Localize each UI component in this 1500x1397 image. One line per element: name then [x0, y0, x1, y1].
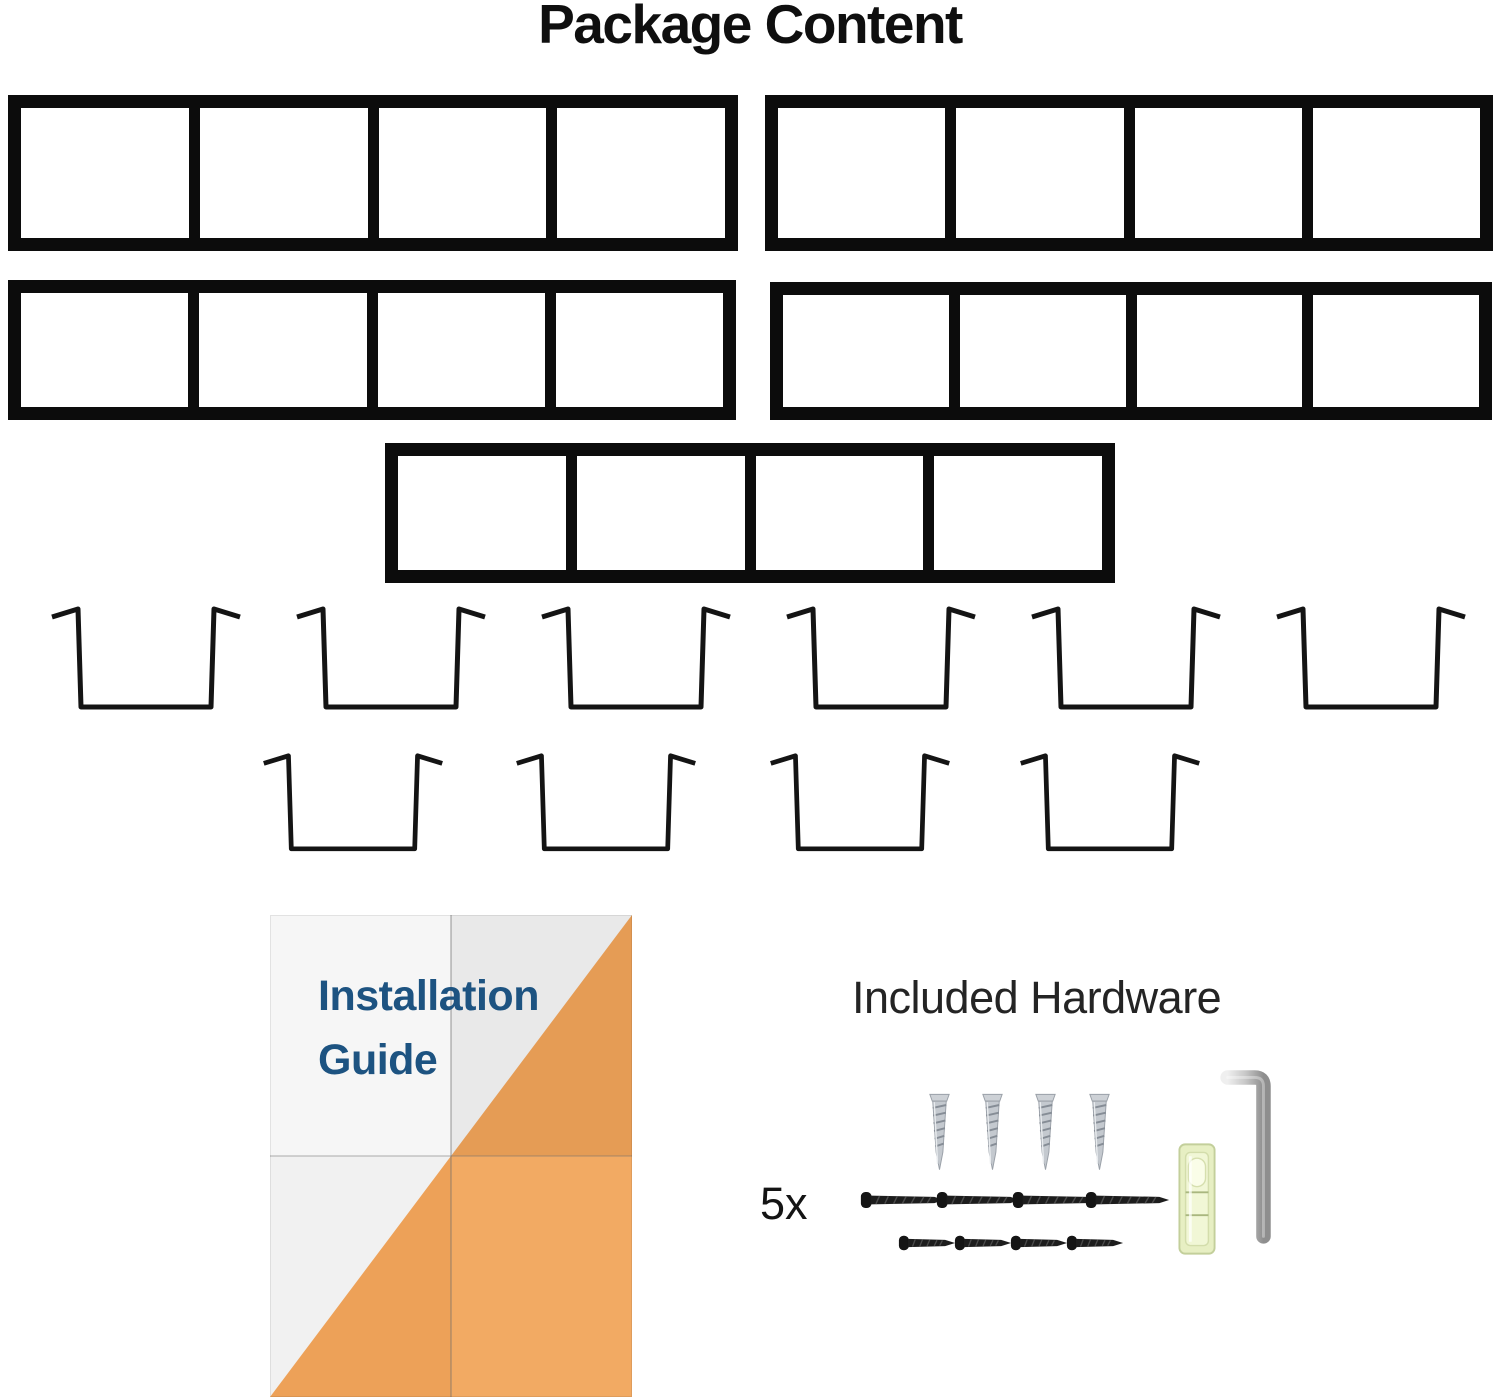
mounting-bracket-icon: [255, 752, 451, 864]
mounting-bracket-icon: [293, 605, 489, 723]
hardware-quantity-label: 5x: [760, 1178, 808, 1229]
long-screw-icon: [860, 1188, 945, 1212]
mounting-bracket-icon: [48, 605, 244, 723]
short-screw-icon: [1010, 1232, 1068, 1254]
shelf-frame-cell: [934, 456, 1102, 570]
short-screw-icon: [1066, 1232, 1124, 1254]
allen-key-icon: [1216, 1060, 1278, 1248]
long-screw-icon: [1085, 1188, 1170, 1212]
shelf-frame: [385, 443, 1115, 583]
mounting-bracket-icon: [762, 752, 958, 864]
installation-guide-title: Installation Guide: [318, 964, 539, 1092]
mounting-bracket-icon: [1273, 605, 1469, 723]
shelf-frame: [8, 280, 736, 420]
long-screw-icon: [936, 1188, 1021, 1212]
shelf-frame-cell: [199, 293, 378, 407]
bubble-level-icon: [1178, 1142, 1216, 1256]
short-screw-icon: [954, 1232, 1012, 1254]
short-screw-icon: [898, 1232, 956, 1254]
shelf-frame-cell: [1137, 295, 1314, 407]
shelf-frame-cell: [956, 108, 1135, 238]
shelf-frame: [8, 95, 738, 251]
shelf-frame-cell: [1313, 108, 1480, 238]
shelf-frame-cell: [398, 456, 577, 570]
page-title: Package Content: [538, 0, 963, 55]
shelf-frame: [765, 95, 1493, 251]
shelf-frame-cell: [379, 108, 558, 238]
shelf-frame-cell: [556, 293, 723, 407]
mounting-bracket-icon: [783, 605, 979, 723]
shelf-frame-cell: [1135, 108, 1313, 238]
mounting-bracket-icon: [538, 605, 734, 723]
shelf-frame-cell: [960, 295, 1137, 407]
drywall-anchor-icon: [979, 1092, 1006, 1172]
installation-guide-line1: Installation: [318, 972, 539, 1020]
shelf-frame-cell: [200, 108, 379, 238]
drywall-anchor-icon: [1086, 1092, 1113, 1172]
mounting-bracket-icon: [1028, 605, 1224, 723]
included-hardware-heading: Included Hardware: [852, 972, 1222, 1023]
drywall-anchor-icon: [926, 1092, 953, 1172]
shelf-frame-cell: [756, 456, 935, 570]
shelf-frame-cell: [557, 108, 725, 238]
mounting-bracket-icon: [508, 752, 704, 864]
shelf-frame-cell: [378, 293, 556, 407]
installation-guide-line2: Guide: [318, 1036, 438, 1084]
drywall-anchor-icon: [1032, 1092, 1059, 1172]
mounting-bracket-icon: [1012, 752, 1208, 864]
shelf-frame: [770, 282, 1492, 420]
shelf-frame-cell: [1313, 295, 1479, 407]
shelf-frame-cell: [778, 108, 957, 238]
shelf-frame-cell: [783, 295, 960, 407]
shelf-frame-cell: [21, 293, 200, 407]
shelf-frame-cell: [21, 108, 200, 238]
shelf-frame-cell: [577, 456, 756, 570]
